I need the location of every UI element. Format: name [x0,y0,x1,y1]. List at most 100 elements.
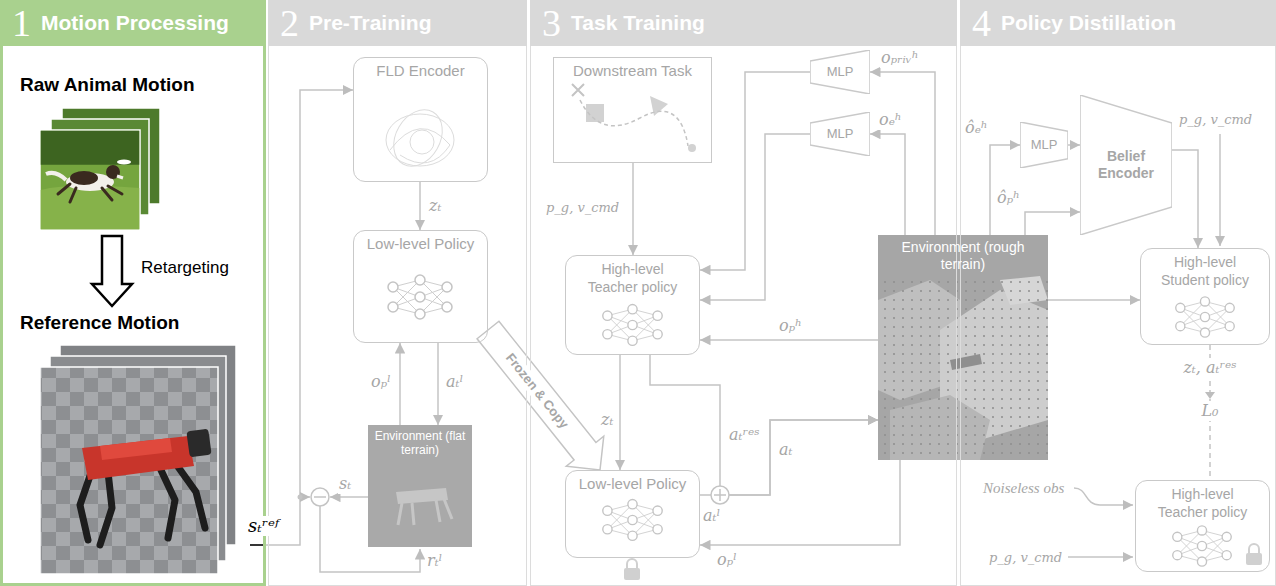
node-label: FLD Encoder [376,62,464,79]
edge-label: oₚᵣᵢᵥʰ [880,48,920,68]
mlp-block: MLP [810,50,870,94]
flat-terrain-render [368,425,472,547]
text-holder: MLP [1031,137,1058,153]
animal-photo-stack [41,131,140,165]
connector [700,134,810,300]
node-label: Reference Motion [20,312,179,333]
animal-photo-stack [40,108,160,230]
step-number: 2 [280,0,299,46]
trapezoid-outline [810,112,870,156]
adder-symbol [711,486,729,504]
text-holder: Low-level Policy [354,231,487,253]
text-holder: Environment (flat terrain) [368,425,472,458]
encoder-block: MLP [1020,122,1068,168]
edge-label: zₜ [428,196,442,216]
annotation-label: aₜ [778,440,793,460]
node-label: MLP [1031,137,1058,152]
wire [320,506,420,572]
text-holder: High-level Teacher policy [566,256,699,296]
edge-label: ôₑʰ [964,118,989,138]
annotation-label: Noiseless obs [982,478,1065,498]
wire [1219,134,1221,246]
text-holder: Environment (rough terrain) [878,235,1048,273]
step-title: Pre-Training [309,11,432,35]
rough-terrain-render [878,235,1048,460]
edge-label: sₜʳᵉᶠ [247,516,280,536]
lock-icon [1249,544,1259,553]
edge-label: Frozen & Copy [501,349,572,432]
connector [650,355,878,495]
step-number: 3 [542,0,561,46]
edge-label: zₜ, aₜʳᵉˢ [1182,358,1237,378]
node-label: Downstream Task [573,62,692,79]
text-holder: Reference Motion [10,306,250,334]
trapezoid-outline [1080,95,1172,235]
policy-box: High-level Teacher policy [565,255,700,355]
node-label: High-level Teacher policy [579,260,687,296]
flat-terrain-render [398,499,452,525]
node-label: High-level Teacher policy [1149,485,1257,521]
wire [330,496,368,498]
mlp-block: MLP [810,112,870,156]
step-title: Policy Distillation [1001,11,1176,35]
text-holder: Downstream Task [554,58,711,80]
lock-icon [1246,544,1262,565]
policy-box: High-level Student policy [1140,248,1270,345]
policy-box: Low-level Policy [353,230,488,343]
network-icons [388,275,1234,566]
connector [1025,212,1080,235]
dog [70,171,98,185]
text-holder: MLP [827,64,854,80]
dog [117,160,131,165]
edge-label: zₜ [600,410,614,430]
network-icons [603,305,662,346]
block-arrow [92,236,132,306]
trapezoid-outline [810,50,870,94]
environment-render: Environment (flat terrain) [368,425,472,547]
task-icons [580,100,688,146]
media-group: Raw Animal Motion [10,68,240,236]
adder-symbol [711,486,729,504]
adder-symbol [714,489,726,501]
network-icons [1173,526,1232,566]
rough-terrain-render [878,278,1048,460]
lock-icon [624,559,640,580]
lock-icon [1246,553,1262,565]
phase-doodle [410,130,434,154]
node-label: MLP [827,126,854,141]
node-label: Raw Animal Motion [20,74,195,95]
network-icons [1176,297,1235,337]
edge-label: Retargeting [140,258,230,278]
connector [1172,150,1198,248]
policy-box: High-level Teacher policy [1135,480,1270,572]
panel-header: 4Policy Distillation [960,0,1276,46]
stage-panel: 2 Pre-TrainingFLD EncoderLow-level Policy… [268,0,527,586]
connector [700,460,900,545]
encoder-block: Belief Encoder [1080,95,1172,235]
text-holder: Belief Encoder [1080,148,1172,182]
rough-terrain-render [950,354,982,370]
wire [1068,556,1133,558]
subtractor-symbol [311,488,329,506]
subtractor-symbol [311,488,329,506]
edge-label: oₚˡ [370,372,392,392]
flat-terrain-render [368,425,472,547]
phase-doodle [384,101,452,175]
connector [990,145,1020,235]
edge-label: aₜˡ [702,506,721,526]
stage-panel: 3 Task TrainingDownstream TaskHigh-level … [530,0,957,586]
annotation-label: p_g, v_cmd [988,548,1063,568]
panel-header: 2 Pre-Training [268,0,527,46]
connector [437,343,439,425]
edge-label: oₚʰ [778,316,803,336]
task-icons [688,144,696,152]
text-holder: High-level Teacher policy [1136,481,1269,521]
task-icons [572,84,696,152]
lock-icon [627,559,637,568]
node-label: Low-level Policy [367,235,475,252]
step-title: Task Training [571,11,705,35]
wire [1074,488,1133,505]
dog [58,184,122,202]
panel-header: 1Motion Processing [0,0,266,46]
